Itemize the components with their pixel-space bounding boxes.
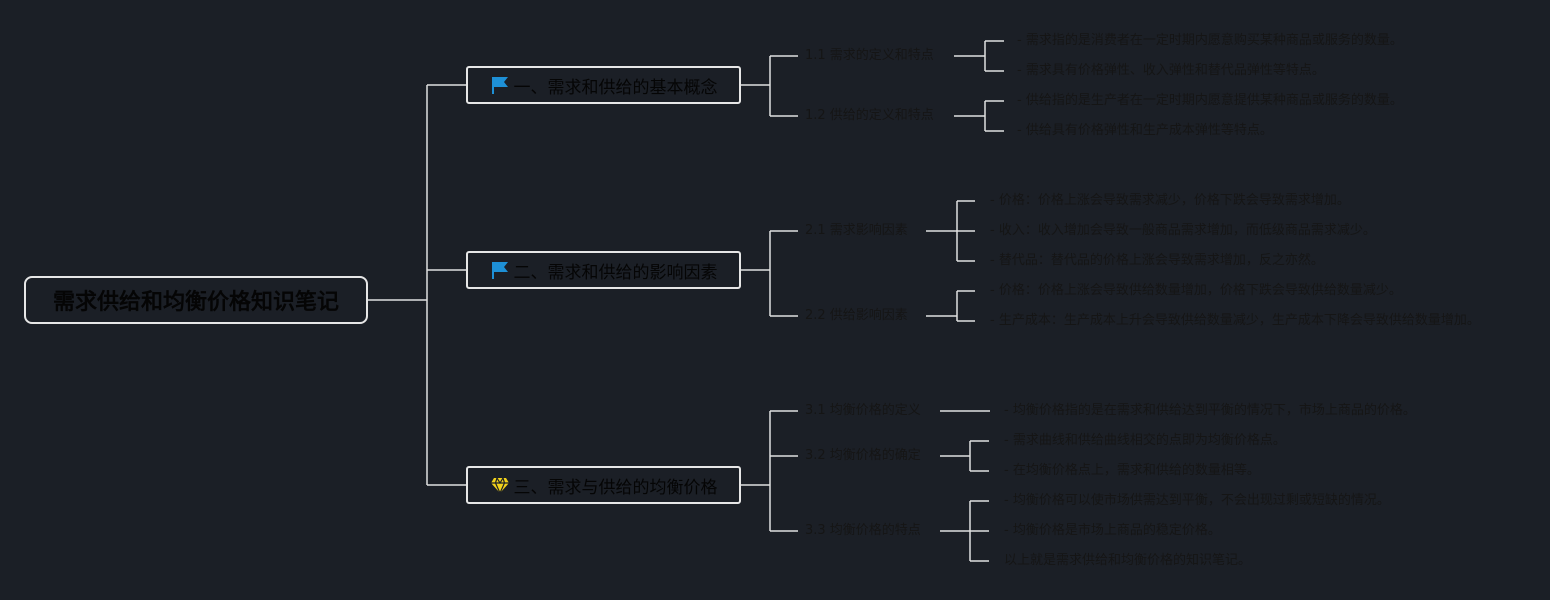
subtopic-label: 3.3 均衡价格的特点 [805, 523, 921, 538]
leaf-point[interactable]: - 供给指的是生产者在一定时期内愿意提供某种商品或服务的数量。 [1017, 92, 1403, 110]
leaf-text: - 供给具有价格弹性和生产成本弹性等特点。 [1017, 123, 1273, 138]
leaf-point[interactable]: - 价格：价格上涨会导致需求减少，价格下跌会导致需求增加。 [990, 192, 1350, 210]
leaf-text: - 替代品：替代品的价格上涨会导致需求增加，反之亦然。 [990, 253, 1324, 268]
flag-icon [490, 260, 510, 280]
subtopic-label: 1.2 供给的定义和特点 [805, 108, 934, 123]
leaf-text: - 生产成本：生产成本上升会导致供给数量减少，生产成本下降会导致供给数量增加。 [990, 313, 1480, 328]
flag-icon [490, 75, 510, 95]
diamond-icon [490, 475, 510, 495]
leaf-text: - 均衡价格指的是在需求和供给达到平衡的情况下，市场上商品的价格。 [1004, 403, 1416, 418]
topic-basic-concepts[interactable]: 一、需求和供给的基本概念 [466, 66, 741, 104]
subtopic-label: 2.2 供给影响因素 [805, 308, 908, 323]
leaf-point[interactable]: - 价格：价格上涨会导致供给数量增加，价格下跌会导致供给数量减少。 [990, 282, 1402, 300]
topic-equilibrium-price[interactable]: 三、需求与供给的均衡价格 [466, 466, 741, 504]
leaf-text: - 均衡价格是市场上商品的稳定价格。 [1004, 523, 1221, 538]
leaf-point[interactable]: - 替代品：替代品的价格上涨会导致需求增加，反之亦然。 [990, 252, 1324, 270]
root-label: 需求供给和均衡价格知识笔记 [52, 290, 339, 315]
leaf-point[interactable]: 以上就是需求供给和均衡价格的知识笔记。 [1004, 552, 1251, 570]
leaf-point[interactable]: - 需求具有价格弹性、收入弹性和替代品弹性等特点。 [1017, 62, 1325, 80]
topic-label: 一、需求和供给的基本概念 [513, 77, 718, 98]
topic-influencing-factors[interactable]: 二、需求和供给的影响因素 [466, 251, 741, 289]
topic-label: 二、需求和供给的影响因素 [513, 262, 718, 283]
subtopic-label: 3.2 均衡价格的确定 [805, 448, 921, 463]
leaf-point[interactable]: - 需求指的是消费者在一定时期内愿意购买某种商品或服务的数量。 [1017, 32, 1403, 50]
leaf-point[interactable]: - 供给具有价格弹性和生产成本弹性等特点。 [1017, 122, 1273, 140]
subtopic-demand-definition[interactable]: 1.1 需求的定义和特点 [805, 48, 934, 64]
leaf-point[interactable]: - 在均衡价格点上，需求和供给的数量相等。 [1004, 462, 1260, 480]
leaf-text: - 在均衡价格点上，需求和供给的数量相等。 [1004, 463, 1260, 478]
subtopic-supply-definition[interactable]: 1.2 供给的定义和特点 [805, 108, 934, 124]
leaf-point[interactable]: - 均衡价格可以使市场供需达到平衡，不会出现过剩或短缺的情况。 [1004, 492, 1390, 510]
leaf-text: - 均衡价格可以使市场供需达到平衡，不会出现过剩或短缺的情况。 [1004, 493, 1390, 508]
leaf-point[interactable]: - 收入：收入增加会导致一般商品需求增加，而低级商品需求减少。 [990, 222, 1376, 240]
leaf-text: - 供给指的是生产者在一定时期内愿意提供某种商品或服务的数量。 [1017, 93, 1403, 108]
leaf-point[interactable]: - 生产成本：生产成本上升会导致供给数量减少，生产成本下降会导致供给数量增加。 [990, 312, 1490, 330]
leaf-text: - 需求指的是消费者在一定时期内愿意购买某种商品或服务的数量。 [1017, 33, 1403, 48]
leaf-point[interactable]: - 均衡价格是市场上商品的稳定价格。 [1004, 522, 1221, 540]
subtopic-equilibrium-definition[interactable]: 3.1 均衡价格的定义 [805, 403, 921, 419]
subtopic-label: 2.1 需求影响因素 [805, 223, 908, 238]
leaf-text: 以上就是需求供给和均衡价格的知识笔记。 [1004, 553, 1252, 568]
subtopic-label: 1.1 需求的定义和特点 [805, 48, 934, 63]
subtopic-equilibrium-determination[interactable]: 3.2 均衡价格的确定 [805, 448, 921, 464]
leaf-point[interactable]: - 均衡价格指的是在需求和供给达到平衡的情况下，市场上商品的价格。 [1004, 402, 1416, 420]
subtopic-demand-factors[interactable]: 2.1 需求影响因素 [805, 223, 908, 239]
subtopic-label: 3.1 均衡价格的定义 [805, 403, 921, 418]
subtopic-equilibrium-features[interactable]: 3.3 均衡价格的特点 [805, 523, 921, 539]
root-node[interactable]: 需求供给和均衡价格知识笔记 [24, 276, 368, 324]
leaf-text: - 收入：收入增加会导致一般商品需求增加，而低级商品需求减少。 [990, 223, 1376, 238]
leaf-text: - 价格：价格上涨会导致供给数量增加，价格下跌会导致供给数量减少。 [990, 283, 1402, 298]
leaf-point[interactable]: - 需求曲线和供给曲线相交的点即为均衡价格点。 [1004, 432, 1286, 450]
leaf-text: - 需求具有价格弹性、收入弹性和替代品弹性等特点。 [1017, 63, 1325, 78]
subtopic-supply-factors[interactable]: 2.2 供给影响因素 [805, 308, 908, 324]
leaf-text: - 价格：价格上涨会导致需求减少，价格下跌会导致需求增加。 [990, 193, 1350, 208]
leaf-text: - 需求曲线和供给曲线相交的点即为均衡价格点。 [1004, 433, 1286, 448]
topic-label: 三、需求与供给的均衡价格 [513, 477, 718, 498]
